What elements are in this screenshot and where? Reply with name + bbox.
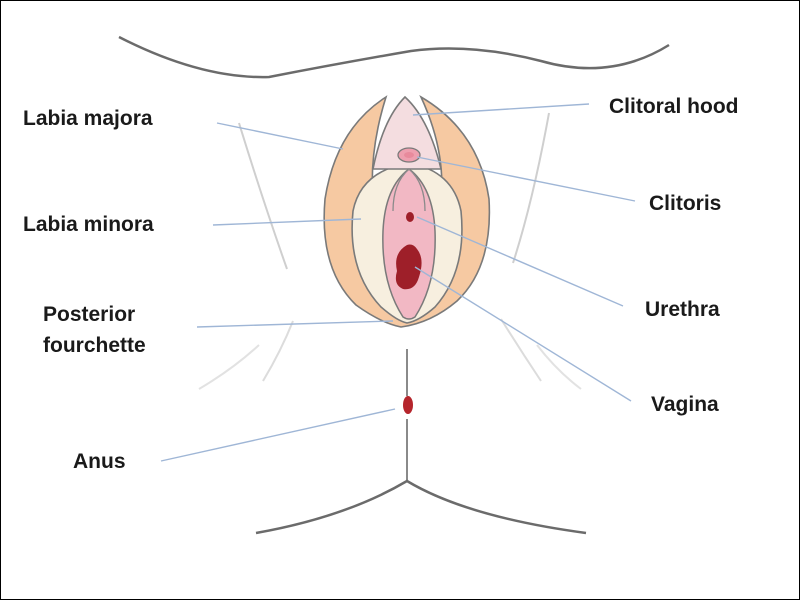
clitoris-glans (404, 152, 414, 158)
buttocks-contour (255, 479, 587, 535)
right-lower-fold (536, 344, 582, 390)
leader-line-clitoris (416, 156, 636, 202)
leader-line-anus (160, 408, 396, 462)
leader-line-urethra (416, 216, 624, 307)
leader-line-clitoral-hood (412, 103, 590, 116)
leader-line-labia-majora (216, 122, 344, 150)
label-labia-majora: Labia majora (23, 107, 153, 130)
label-clitoris: Clitoris (649, 192, 722, 215)
label-posterior-fourchette-line1: Posterior (43, 303, 136, 326)
label-urethra: Urethra (645, 298, 720, 321)
minora-left-fold (392, 168, 410, 212)
urethra-opening (406, 212, 414, 222)
leader-line-posterior-fourchette (196, 320, 394, 328)
clitoral-hood-shape (372, 95, 443, 170)
label-labia-minora: Labia minora (23, 213, 154, 236)
left-lower-fold (198, 344, 260, 390)
thigh-top-contour (118, 35, 670, 79)
vaginal-opening-shape (395, 244, 422, 290)
left-inner-thigh-contour (238, 122, 288, 270)
right-inner-thigh-contour (512, 112, 550, 264)
label-vagina: Vagina (651, 393, 719, 416)
label-clitoral-hood: Clitoral hood (609, 95, 739, 118)
anus-shape (403, 396, 413, 414)
right-groin-contour (500, 318, 542, 382)
label-anus: Anus (73, 450, 126, 473)
minora-right-fold (408, 168, 426, 212)
left-groin-contour (262, 320, 294, 382)
label-posterior-fourchette: Posterior fourchette (43, 299, 146, 361)
label-posterior-fourchette-line2: fourchette (43, 334, 146, 357)
leader-line-labia-minora (212, 218, 362, 226)
leader-line-vagina (414, 266, 632, 402)
